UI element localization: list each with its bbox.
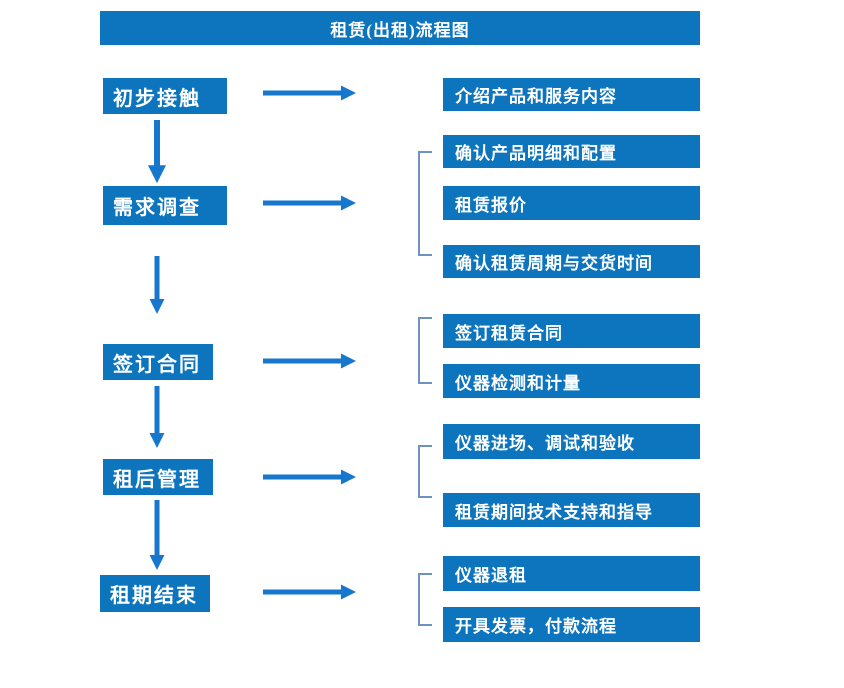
flowchart-title: 租赁(出租)流程图 xyxy=(100,11,700,45)
detail-confirm-product-config: 确认产品明细和配置 xyxy=(443,135,700,168)
detail-rental-tech-support: 租赁期间技术支持和指导 xyxy=(443,493,700,527)
detail-invoice-payment: 开具发票，付款流程 xyxy=(443,607,700,642)
detail-instrument-inspection: 仪器检测和计量 xyxy=(443,364,700,398)
step-initial-contact: 初步接触 xyxy=(103,78,227,114)
step-demand-survey: 需求调查 xyxy=(103,186,227,225)
detail-sign-rental-contract: 签订租赁合同 xyxy=(443,314,700,348)
bracket-group-end xyxy=(418,573,432,626)
step-lease-end: 租期结束 xyxy=(100,575,210,612)
bracket-group-manage xyxy=(418,445,432,498)
detail-instrument-return: 仪器退租 xyxy=(443,556,700,591)
detail-introduce-products: 介绍产品和服务内容 xyxy=(443,78,700,111)
step-sign-contract: 签订合同 xyxy=(103,344,213,380)
detail-instrument-setup-acceptance: 仪器进场、调试和验收 xyxy=(443,424,700,459)
detail-rental-quote: 租赁报价 xyxy=(443,186,700,220)
detail-confirm-period-delivery: 确认租赁周期与交货时间 xyxy=(443,245,700,278)
bracket-group-survey xyxy=(418,151,432,256)
step-post-rental-management: 租后管理 xyxy=(103,459,213,495)
bracket-group-contract xyxy=(418,317,432,384)
